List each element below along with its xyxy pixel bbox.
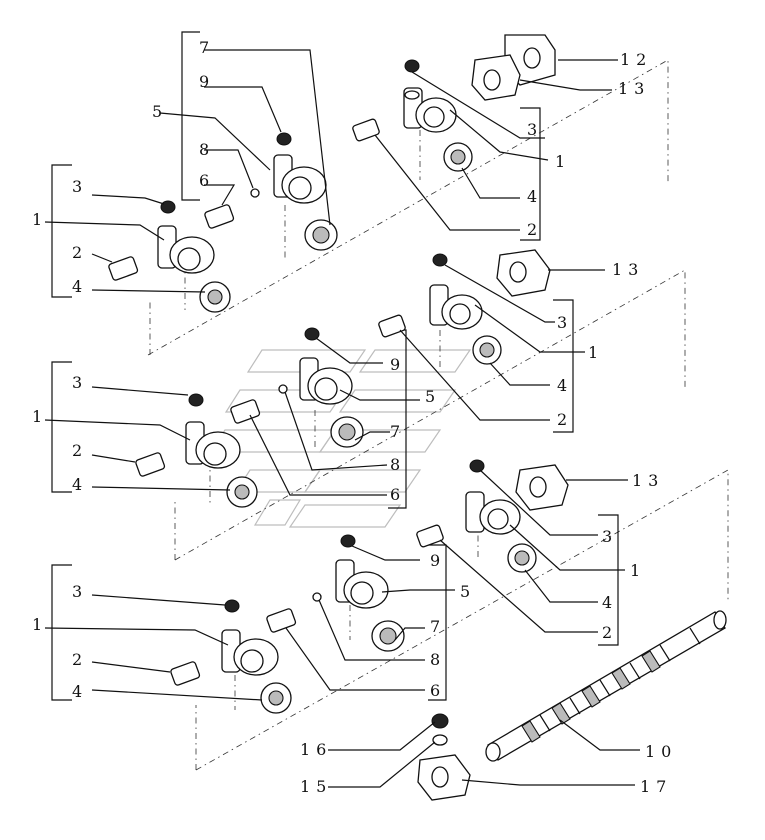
callout-1: 1 [630,561,646,580]
callout-9: 9 [390,355,406,374]
callout-15: 15 [300,777,332,796]
callout-7: 7 [430,617,446,636]
rocker-shaft [485,610,727,762]
callout-7: 7 [199,38,215,57]
callout-2: 2 [72,441,88,460]
callout-2: 2 [557,410,573,429]
callout-4: 4 [557,376,573,395]
callout-4: 4 [602,593,618,612]
callout-3: 3 [72,373,88,392]
callout-9: 9 [430,551,446,570]
axis-lines [147,59,729,771]
callout-3: 3 [602,527,618,546]
callout-1: 1 [32,407,48,426]
callout-3: 3 [72,177,88,196]
callout-12: 12 [620,50,652,69]
callout-16: 16 [300,740,332,759]
callout-1: 1 [32,210,48,229]
callout-5: 5 [152,102,168,121]
callout-2: 2 [602,623,618,642]
callout-3: 3 [557,313,573,332]
callout-3: 3 [527,120,543,139]
callout-6: 6 [390,485,406,504]
callout-labels: 12 13 3 1 4 2 7 9 5 8 6 3 1 2 4 13 3 1 4… [32,38,677,796]
callout-13: 13 [612,260,644,279]
group-brackets [51,31,619,701]
callout-2: 2 [72,243,88,262]
callout-6: 6 [430,681,446,700]
callout-13: 13 [632,471,664,490]
callout-3: 3 [72,582,88,601]
callout-4: 4 [72,277,88,296]
parts [108,34,727,801]
callout-8: 8 [430,650,446,669]
callout-8: 8 [199,140,215,159]
callout-4: 4 [72,475,88,494]
callout-10: 10 [645,742,677,761]
callout-9: 9 [199,72,215,91]
callout-8: 8 [390,455,406,474]
callout-4: 4 [527,187,543,206]
callout-5: 5 [425,387,441,406]
callout-17: 17 [640,777,672,796]
callout-1: 1 [32,615,48,634]
leader-lines [44,49,640,788]
callout-4: 4 [72,682,88,701]
callout-13: 13 [618,79,650,98]
callout-1: 1 [588,343,604,362]
callout-2: 2 [72,650,88,669]
callout-1: 1 [555,152,571,171]
callout-5: 5 [460,582,476,601]
callout-7: 7 [390,422,406,441]
callout-2: 2 [527,220,543,239]
callout-6: 6 [199,171,215,190]
